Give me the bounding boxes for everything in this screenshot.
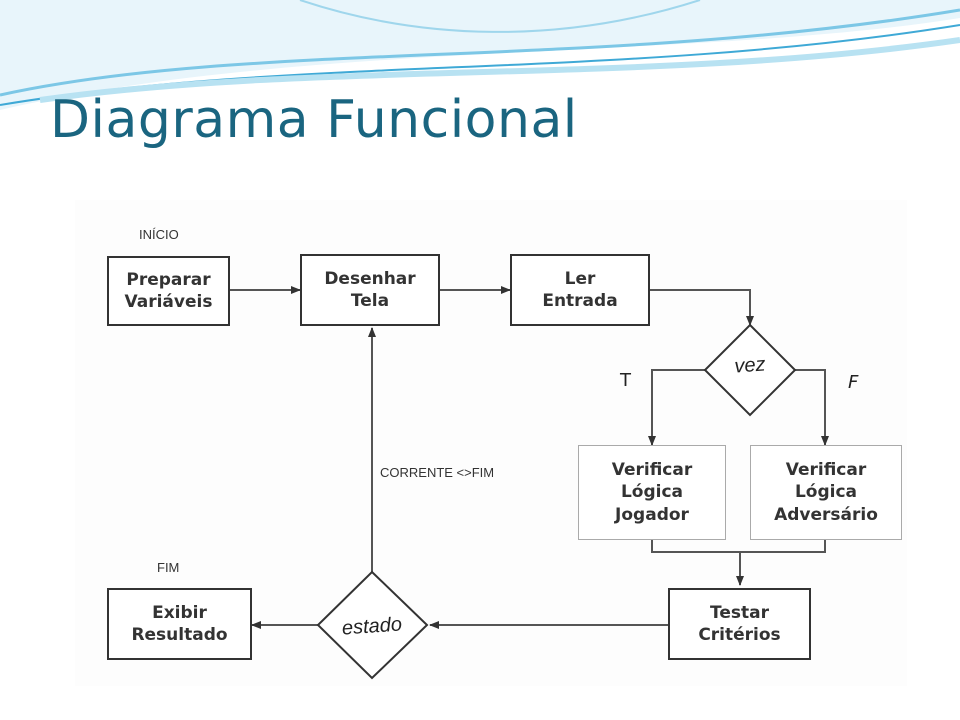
flow-diagram: INÍCIO FIM CORRENTE <>FIM T F Preparar V… — [75, 200, 907, 686]
arrow-vez-adversario — [795, 369, 829, 446]
true-branch-label: T — [620, 370, 631, 391]
arrow-ler-vez — [650, 289, 754, 326]
decision-vez-shape — [703, 323, 797, 417]
node-verificar-adversario: Verificar Lógica Adversário — [750, 445, 902, 540]
merge-jogador — [651, 540, 740, 553]
decision-vez-label: vez — [733, 353, 767, 378]
node-verificar-jogador: Verificar Lógica Jogador — [578, 445, 726, 540]
header-wave-decoration — [0, 0, 960, 110]
slide-title: Diagrama Funcional — [50, 90, 578, 150]
start-label: INÍCIO — [139, 227, 179, 242]
node-preparar-variaveis: Preparar Variáveis — [107, 256, 230, 326]
end-label: FIM — [157, 560, 180, 575]
node-desenhar-tela: Desenhar Tela — [300, 254, 440, 326]
false-branch-label: F — [848, 372, 859, 393]
node-exibir-resultado: Exibir Resultado — [107, 588, 252, 660]
merge-adversario — [740, 540, 826, 553]
arrow-vez-jogador — [648, 369, 705, 446]
decision-estado-shape — [316, 570, 429, 680]
loop-condition-label: CORRENTE <>FIM — [380, 465, 495, 480]
decision-estado-label: estado — [341, 613, 403, 640]
node-ler-entrada: Ler Entrada — [510, 254, 650, 326]
node-testar-criterios: Testar Critérios — [668, 588, 811, 660]
